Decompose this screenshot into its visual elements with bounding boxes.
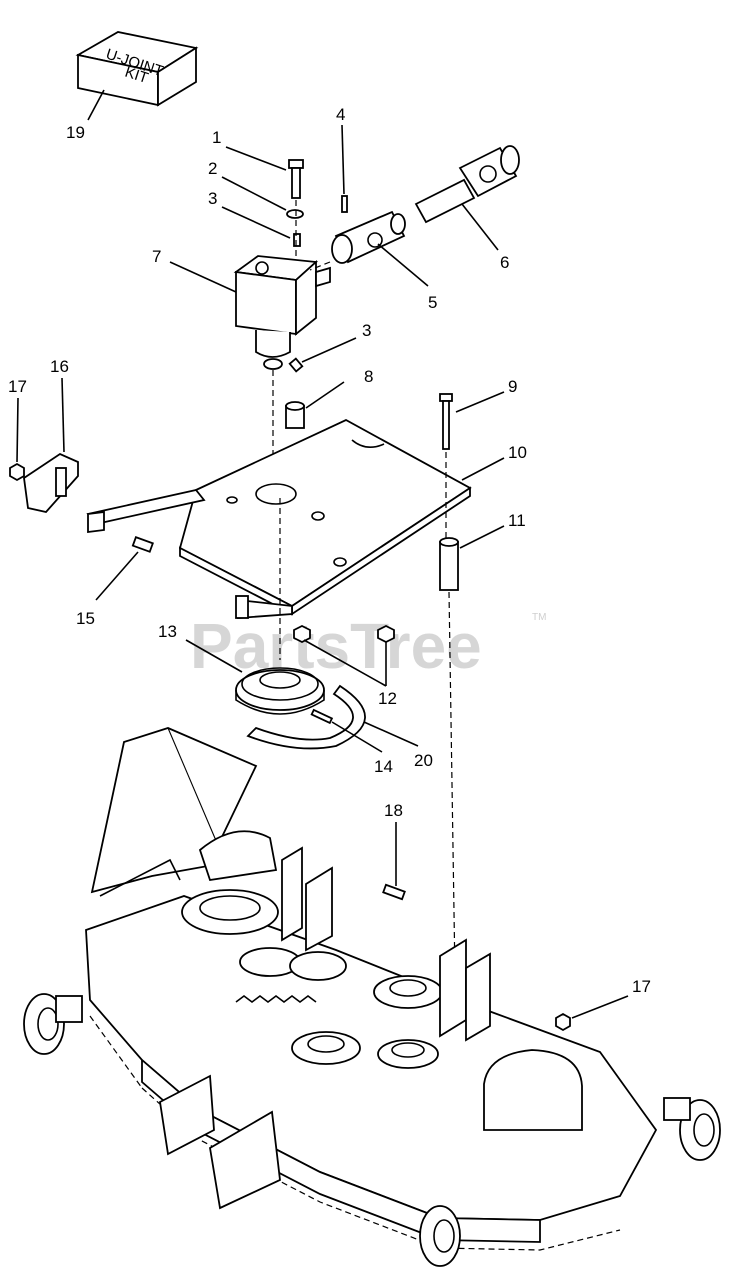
pin-3-top xyxy=(293,233,301,247)
callout-10: 10 xyxy=(508,443,527,462)
gearbox xyxy=(233,255,331,370)
drive-shaft-6 xyxy=(414,145,520,224)
callout-5: 5 xyxy=(428,293,437,312)
leader-lines xyxy=(16,89,629,1019)
u-joint-yoke-5 xyxy=(331,210,406,264)
watermark-text: PartsTree xyxy=(190,610,482,682)
spacer-tube-11 xyxy=(439,537,459,591)
bolt-1 xyxy=(288,159,304,199)
callout-11: 11 xyxy=(508,511,526,530)
nut-17-left xyxy=(9,462,25,482)
mower-deck xyxy=(23,727,721,1267)
callout-3-top: 3 xyxy=(208,189,217,208)
u-joint-kit-box: U-JOINT KIT xyxy=(75,31,199,107)
belt-guard-20 xyxy=(246,684,366,750)
screw-14 xyxy=(310,708,334,725)
nut-12-right xyxy=(377,624,395,644)
callout-3-bottom: 3 xyxy=(362,321,371,340)
callout-4: 4 xyxy=(336,105,345,124)
nut-17-right xyxy=(555,1012,571,1032)
callout-13: 13 xyxy=(158,622,177,641)
kit-label-line2: KIT xyxy=(123,64,150,87)
callout-17-right: 17 xyxy=(632,977,651,996)
bracket-16 xyxy=(23,452,79,513)
spacer-8 xyxy=(285,401,305,429)
washer-2 xyxy=(286,209,304,219)
screw-18 xyxy=(382,883,406,901)
callout-17-left: 17 xyxy=(8,377,27,396)
callout-7: 7 xyxy=(152,247,161,266)
watermark-trademark: TM xyxy=(532,612,546,623)
callout-12: 12 xyxy=(378,689,397,708)
callout-2: 2 xyxy=(208,159,217,178)
screw-15 xyxy=(131,536,154,553)
callout-20: 20 xyxy=(414,751,433,770)
callout-9: 9 xyxy=(508,377,517,396)
pin-3-bottom xyxy=(288,357,304,373)
bolt-9 xyxy=(439,393,453,450)
bracket-arm xyxy=(86,488,293,619)
callout-15: 15 xyxy=(76,609,95,628)
callout-19: 19 xyxy=(66,123,85,142)
callout-8: 8 xyxy=(364,367,373,386)
callout-1: 1 xyxy=(212,128,221,147)
nut-12-left xyxy=(293,624,311,644)
pulley-13 xyxy=(235,667,325,715)
callout-6: 6 xyxy=(500,253,509,272)
mounting-plate-10 xyxy=(178,418,472,616)
callout-14: 14 xyxy=(374,757,393,776)
callout-16: 16 xyxy=(50,357,69,376)
callout-18: 18 xyxy=(384,801,403,820)
set-screw-4 xyxy=(341,195,348,213)
